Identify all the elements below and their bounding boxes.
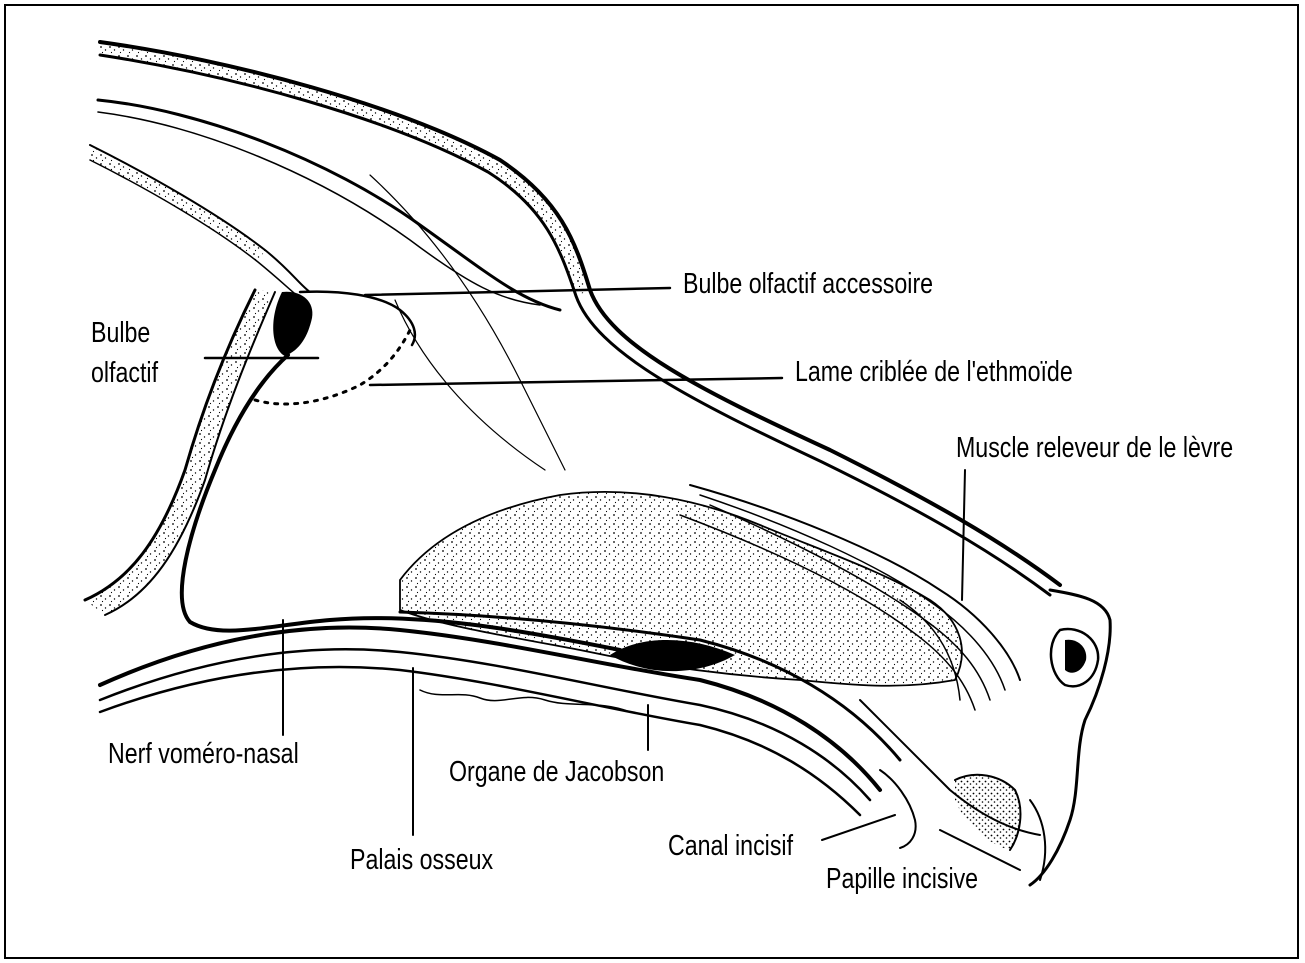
label-bulbe-accessoire: Bulbe olfactif accessoire bbox=[683, 266, 933, 299]
ethmoid-line bbox=[300, 292, 415, 345]
leader-canal-incisif bbox=[822, 815, 895, 840]
olfactory-bulb-shape bbox=[273, 292, 312, 356]
label-palais-osseux: Palais osseux bbox=[350, 842, 493, 875]
label-canal-incisif: Canal incisif bbox=[668, 828, 794, 861]
label-bulbe-olfactif-line1: Bulbe bbox=[91, 315, 150, 348]
label-muscle-releveur: Muscle releveur de le lèvre bbox=[956, 430, 1233, 463]
leader-muscle-releveur bbox=[962, 470, 965, 600]
label-nerf-vomero: Nerf voméro-nasal bbox=[108, 736, 299, 769]
label-papille-incisive: Papille incisive bbox=[826, 861, 978, 894]
label-organe-jacobson: Organe de Jacobson bbox=[449, 754, 664, 787]
leader-lame-criblee bbox=[370, 378, 782, 385]
label-bulbe-olfactif-line2: olfactif bbox=[91, 355, 159, 388]
label-lame-criblee: Lame criblée de l'ethmoïde bbox=[795, 354, 1073, 387]
